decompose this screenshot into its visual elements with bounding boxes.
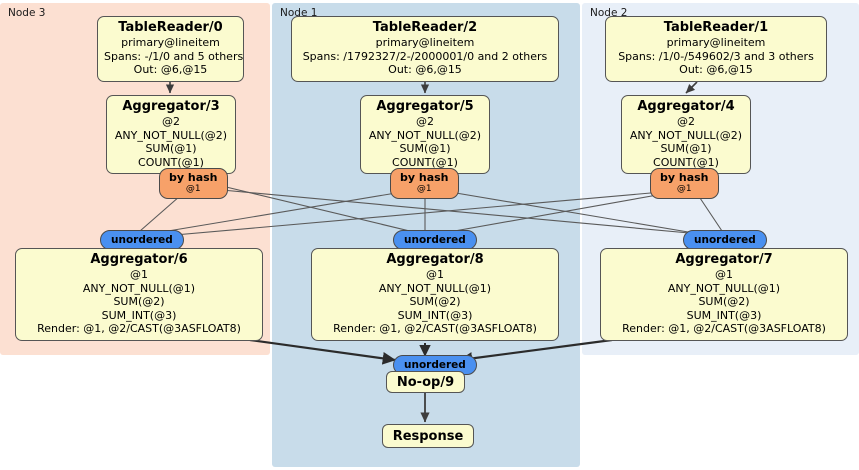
processor-title: Aggregator/7 [675, 252, 773, 267]
processor-aggregator-6[interactable]: Aggregator/6 @1 ANY_NOT_NULL(@1) SUM(@2)… [15, 248, 263, 341]
processor-title: Aggregator/8 [386, 252, 484, 267]
processor-line-groupcol: @2 [677, 115, 695, 128]
processor-line-agg-1: ANY_NOT_NULL(@2) [368, 128, 482, 142]
router-by-hash-right[interactable]: by hash @1 [650, 168, 719, 199]
router-by-hash-mid[interactable]: by hash @1 [390, 168, 459, 199]
processor-line-agg-3: SUM_INT(@3) [101, 308, 177, 322]
processor-line-out: Out: @6,@15 [388, 63, 462, 76]
processor-line-table: primary@lineitem [121, 36, 220, 49]
processor-title: TableReader/2 [372, 20, 478, 35]
sync-unordered-mid[interactable]: unordered [393, 230, 477, 250]
processor-title: Aggregator/4 [637, 99, 735, 114]
processor-line-spans: Spans: /1/0-/549602/3 and 3 others [618, 49, 814, 63]
processor-aggregator-5[interactable]: Aggregator/5 @2 ANY_NOT_NULL(@2) SUM(@1)… [360, 95, 490, 174]
processor-line-agg-3: SUM_INT(@3) [686, 308, 762, 322]
processor-line-agg-1: ANY_NOT_NULL(@1) [378, 281, 492, 295]
processor-line-agg-1: ANY_NOT_NULL(@1) [82, 281, 196, 295]
processor-line-agg-2: SUM(@1) [660, 142, 712, 155]
processor-aggregator-3[interactable]: Aggregator/3 @2 ANY_NOT_NULL(@2) SUM(@1)… [106, 95, 236, 174]
processor-line-groupcol: @2 [162, 115, 180, 128]
router-by-hash-left[interactable]: by hash @1 [159, 168, 228, 199]
processor-line-agg-2: SUM(@1) [399, 142, 451, 155]
router-column: @1 [676, 184, 692, 194]
processor-line-render: Render: @1, @2/CAST(@3ASFLOAT8) [333, 322, 537, 335]
processor-line-agg-2: SUM(@1) [145, 142, 197, 155]
processor-line-agg-2: SUM(@2) [409, 295, 461, 308]
processor-title: Aggregator/3 [122, 99, 220, 114]
node-label-node3: Node 3 [8, 7, 46, 19]
processor-line-out: Out: @6,@15 [133, 63, 208, 76]
sync-unordered-final[interactable]: unordered [393, 355, 477, 375]
processor-line-agg-1: ANY_NOT_NULL(@1) [667, 281, 781, 295]
processor-line-agg-3: COUNT(@1) [138, 155, 204, 169]
processor-line-groupcol: @1 [715, 268, 733, 281]
processor-line-groupcol: @1 [130, 268, 148, 281]
processor-aggregator-8[interactable]: Aggregator/8 @1 ANY_NOT_NULL(@1) SUM(@2)… [311, 248, 559, 341]
sync-unordered-right[interactable]: unordered [683, 230, 767, 250]
processor-aggregator-7[interactable]: Aggregator/7 @1 ANY_NOT_NULL(@1) SUM(@2)… [600, 248, 848, 341]
processor-title: TableReader/0 [118, 20, 223, 35]
processor-line-agg-3: SUM_INT(@3) [397, 308, 473, 322]
router-column: @1 [185, 184, 201, 194]
processor-line-render: Render: @1, @2/CAST(@3ASFLOAT8) [37, 322, 241, 335]
processor-tablereader-2[interactable]: TableReader/2 primary@lineitem Spans: /1… [291, 16, 559, 82]
processor-line-agg-1: ANY_NOT_NULL(@2) [114, 128, 228, 142]
processor-tablereader-0[interactable]: TableReader/0 primary@lineitem Spans: -/… [97, 16, 244, 82]
processor-line-table: primary@lineitem [375, 36, 475, 49]
router-title: by hash [400, 171, 449, 184]
processor-line-out: Out: @6,@15 [679, 63, 753, 76]
processor-line-render: Render: @1, @2/CAST(@3ASFLOAT8) [622, 322, 826, 335]
processor-aggregator-4[interactable]: Aggregator/4 @2 ANY_NOT_NULL(@2) SUM(@1)… [621, 95, 751, 174]
processor-line-groupcol: @1 [426, 268, 444, 281]
processor-title: Aggregator/5 [376, 99, 474, 114]
processor-line-spans: Spans: -/1/0 and 5 others [104, 49, 244, 63]
processor-title: TableReader/1 [663, 20, 769, 35]
router-title: by hash [169, 171, 218, 184]
processor-line-groupcol: @2 [416, 115, 434, 128]
processor-line-agg-1: ANY_NOT_NULL(@2) [629, 128, 743, 142]
processor-noop-9[interactable]: No-op/9 [386, 371, 465, 393]
processor-line-agg-2: SUM(@2) [113, 295, 165, 308]
processor-line-spans: Spans: /1792327/2-/2000001/0 and 2 other… [302, 49, 548, 63]
processor-line-table: primary@lineitem [666, 36, 766, 49]
router-title: by hash [660, 171, 709, 184]
sync-unordered-left[interactable]: unordered [100, 230, 184, 250]
processor-line-agg-2: SUM(@2) [698, 295, 750, 308]
processor-line-agg-3: COUNT(@1) [392, 155, 458, 169]
processor-line-agg-3: COUNT(@1) [653, 155, 719, 169]
processor-response[interactable]: Response [382, 424, 474, 448]
router-column: @1 [416, 184, 432, 194]
processor-tablereader-1[interactable]: TableReader/1 primary@lineitem Spans: /1… [605, 16, 827, 82]
processor-title: Aggregator/6 [90, 252, 188, 267]
